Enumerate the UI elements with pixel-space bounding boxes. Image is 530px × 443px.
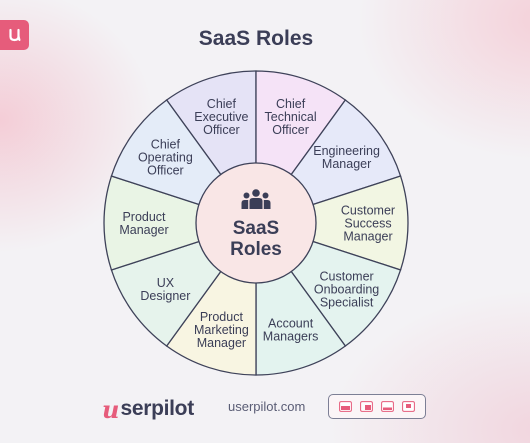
userpilot-u-icon [8,28,20,42]
segment-label-line: Customer [341,204,395,218]
segment-label-line: Customer [320,269,374,283]
feature-icon-strip [328,394,426,419]
wheel-segment [103,175,259,271]
segment-label-line: Manager [119,223,168,237]
segment-label-line: Managers [263,330,319,344]
userpilot-logo-badge[interactable] [0,20,29,50]
segment-label-line: Product [122,210,166,224]
segment-label-line: Officer [272,123,309,137]
segment-label-line: Account [268,317,314,331]
center-label-line2: Roles [230,239,282,260]
footer-logo-text: serpilot [120,397,194,420]
segment-label-line: Onboarding [314,282,379,296]
userpilot-footer-logo[interactable]: u serpilot [102,394,194,424]
wheel-segment [253,175,409,271]
page-title: SaaS Roles [198,27,314,50]
segment-label-line: Manager [343,230,392,244]
segment-label-line: Marketing [194,323,249,337]
window-icon [339,401,352,412]
segment-label-line: Product [200,310,244,324]
wheel-center: SaaS Roles [195,162,317,284]
footer-logo-u: u [102,394,120,424]
window-icon [381,401,394,412]
segment-label-line: Manager [197,336,246,350]
segment-label-line: Operating [138,151,193,165]
segment-label-line: Chief [151,138,181,152]
window-icon [402,401,415,412]
segment-label-line: UX [157,276,175,290]
segment-label-line: Technical [265,110,317,124]
segment-label-line: Chief [276,97,306,111]
segment-label-line: Officer [203,123,240,137]
segment-label-line: Manager [322,157,371,171]
segment-label-line: Designer [140,289,190,303]
segment-label-line: Executive [194,110,248,124]
footer-url-link[interactable]: userpilot.com [228,399,306,414]
team-icon [241,189,271,209]
center-label-line1: SaaS [233,218,279,239]
segment-label-line: Success [344,217,391,231]
window-icon [360,401,373,412]
segment-label-line: Engineering [313,144,380,158]
segment-label-line: Specialist [320,295,374,309]
segment-label-line: Officer [147,164,184,178]
segment-label-line: Chief [207,97,237,111]
